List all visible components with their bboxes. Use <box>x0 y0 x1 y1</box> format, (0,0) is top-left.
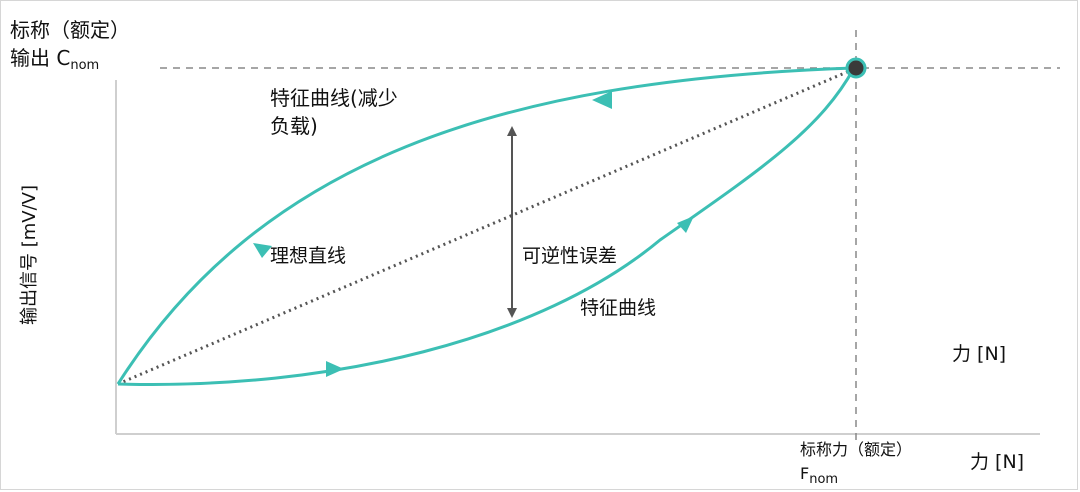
ideal-line-label: 理想直线 <box>270 245 347 267</box>
nominal-output-sub: nom <box>70 58 100 73</box>
arrow-loading <box>326 361 344 377</box>
unloading-curve-label: 特征曲线(减少负载) <box>270 86 398 138</box>
nominal-output-line1: 标称（额定） <box>10 18 130 42</box>
ideal-line <box>117 67 855 386</box>
arrow-unloading <box>592 91 612 109</box>
reversibility-arrow-top <box>507 126 517 136</box>
nominal-point-marker <box>845 57 867 79</box>
nominal-output-line2: 输出 Cnom <box>10 44 130 76</box>
loading-curve <box>117 67 856 386</box>
y-axis-label: 输出信号 [mV/V] <box>19 185 40 325</box>
nominal-force-sub: nom <box>809 472 839 487</box>
nominal-force-text: 标称力（额定）F <box>800 440 913 483</box>
arrow-loading-upper <box>677 216 694 233</box>
nominal-output-text: 输出 C <box>10 46 71 70</box>
unloading-curve <box>116 66 855 385</box>
reversibility-arrow-bottom <box>507 308 517 318</box>
reversibility-error-label: 可逆性误差 <box>522 245 618 267</box>
force-axis-label-outer: 力 [N] <box>970 451 1025 473</box>
loading-curve-label: 特征曲线 <box>580 297 657 319</box>
nominal-output-label: 标称（额定） 输出 Cnom <box>10 16 130 76</box>
arrow-unloading-lower <box>253 243 272 258</box>
nominal-force-label: 标称力（额定）Fnom <box>800 438 930 488</box>
force-axis-label-inner: 力 [N] <box>952 343 1007 365</box>
